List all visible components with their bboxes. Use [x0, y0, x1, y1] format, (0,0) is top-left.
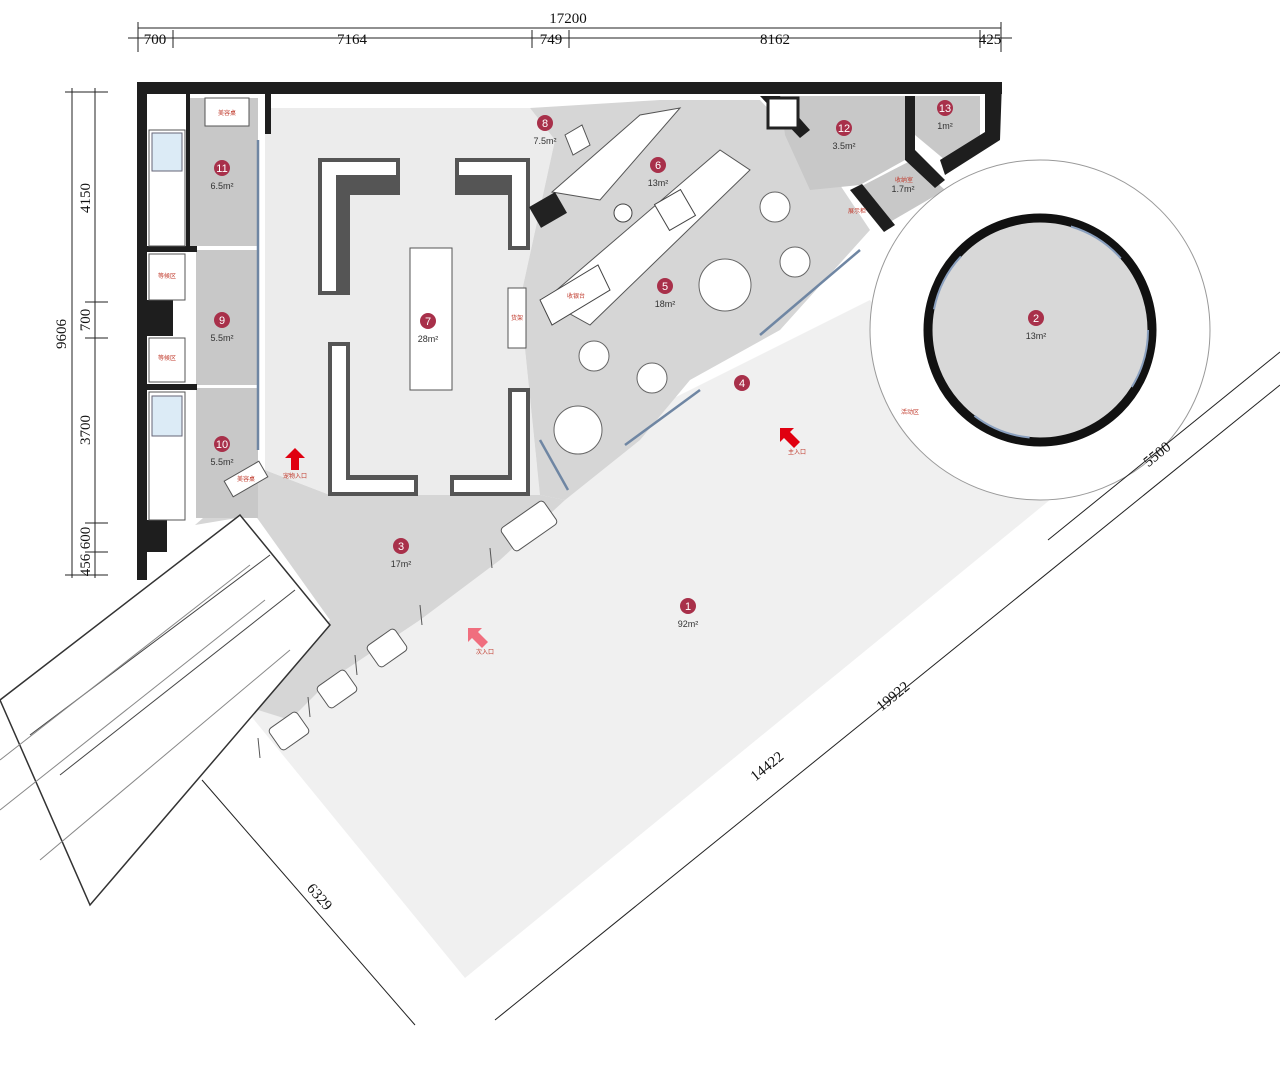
room-area: 13m²: [1026, 331, 1047, 341]
room-badge: [734, 375, 750, 391]
dim-top-seg-2: 7164: [337, 32, 368, 48]
left-dimensions: 9606 4150 700 3700 600 456: [54, 88, 108, 578]
room-number: 9: [219, 315, 225, 327]
plaza-seating: [257, 500, 558, 759]
dim-left-seg-1: 4150: [78, 183, 94, 213]
room-number: 3: [398, 541, 404, 553]
dim-diag-inner: 14422: [748, 749, 787, 785]
tag-grooming-table-2: 美容桌: [237, 475, 255, 483]
room-badge: [836, 120, 852, 136]
room-number: 1: [685, 601, 691, 613]
room-marker-2: 2 13m²: [1026, 310, 1047, 341]
room-13-floor: [915, 96, 980, 160]
dim-diag-outer: 19922: [874, 679, 913, 715]
room-marker-7: 7 28m²: [418, 313, 439, 344]
entrance-arrows: [285, 428, 800, 648]
room-number: 8: [542, 118, 548, 130]
room-area: 18m²: [655, 299, 676, 309]
pet-entrance-arrow: [285, 448, 305, 470]
room-badge: [537, 115, 553, 131]
top-dimensions: 17200 700 7164 749 8162 425: [128, 11, 1012, 52]
room-12-floor: [780, 96, 910, 190]
room-area: 13m²: [648, 178, 669, 188]
room-number: 2: [1033, 313, 1039, 325]
tag-waiting-rack-1: 等候区: [158, 272, 176, 280]
room-marker-1: 1 92m²: [678, 598, 699, 629]
room-area: 5.5m²: [210, 457, 233, 467]
tag-grooming-table-1: 美容桌: [218, 109, 236, 117]
escalator: [0, 513, 331, 907]
room-number: 12: [838, 123, 850, 135]
plaza-floor: [242, 300, 1062, 978]
room-area: 5.5m²: [210, 333, 233, 343]
room-area: 6.5m²: [210, 181, 233, 191]
room-marker-13: 13 1m²: [937, 100, 953, 131]
dim-left-seg-2: 700: [78, 309, 94, 332]
room-marker-11: 11 6.5m²: [210, 160, 234, 191]
dim-top-seg-4: 8162: [760, 32, 790, 48]
room-area: 28m²: [418, 334, 439, 344]
tag-shelf: 货架: [511, 314, 523, 322]
room-number: 10: [216, 439, 228, 451]
room-area: 1m²: [937, 121, 953, 131]
tag-display-counter: 展示柜: [848, 207, 866, 215]
tag-cashier: 收银台: [567, 292, 585, 300]
room-badge: [420, 313, 436, 329]
room-area: 92m²: [678, 619, 699, 629]
dim-left-seg-5: 456: [78, 553, 94, 576]
room-badge: [650, 157, 666, 173]
room-number: 5: [662, 281, 668, 293]
room-badge: [214, 312, 230, 328]
dim-left-seg-4: 600: [78, 527, 94, 550]
left-room-fixtures: [148, 97, 269, 521]
room-number: 11: [216, 163, 227, 175]
dim-diag-left: 6329: [303, 881, 335, 914]
room-marker-3: 3 17m²: [391, 538, 412, 569]
room-10-floor: [196, 388, 258, 518]
room-marker-8: 8 7.5m²: [533, 115, 557, 146]
storage-room-area: 1.7m²: [891, 184, 914, 194]
room-area: 7.5m²: [533, 136, 556, 146]
room-marker-4: 4: [734, 375, 750, 391]
dim-top-seg-3: 749: [540, 32, 563, 48]
dim-top-total: 17200: [549, 11, 587, 27]
room-badge: [214, 160, 230, 176]
dim-left-total: 9606: [54, 319, 70, 350]
room-badge: [657, 278, 673, 294]
room-badge: [937, 100, 953, 116]
room-badge: [393, 538, 409, 554]
tag-main-entrance: 主入口: [788, 448, 806, 456]
room-marker-10: 10 5.5m²: [210, 436, 234, 467]
room-number: 7: [425, 316, 431, 328]
secondary-entrance-arrow: [468, 628, 488, 648]
right-hall-furniture: [529, 96, 811, 455]
small-tags: 主入口 次入口 宠物入口 美容桌 美容桌 等候区 等候区 收纳室 活动区 收银台…: [158, 109, 919, 656]
tag-pet-entrance: 宠物入口: [283, 472, 307, 480]
tag-waiting-rack-2: 等候区: [158, 354, 176, 362]
corridor-floor: [195, 470, 565, 720]
dim-left-seg-3: 3700: [78, 415, 94, 445]
tag-storage-room: 收纳室: [895, 176, 913, 184]
main-entrance-arrow: [780, 428, 800, 448]
room-marker-12: 12 3.5m²: [832, 120, 856, 151]
room-number: 13: [939, 103, 951, 115]
room-marker-5: 5 18m²: [655, 278, 676, 309]
room-badge: [1028, 310, 1044, 326]
dim-top-seg-5: 425: [979, 32, 1002, 48]
room-labels: 1 92m² 2 13m² 3 17m² 4 5 18m² 6 13m² 7 28m² 8 7.5m² 9 5.…: [210, 100, 1046, 629]
room-marker-9: 9 5.5m²: [210, 312, 234, 343]
dim-top-seg-1: 700: [144, 32, 167, 48]
room-area: 17m²: [391, 559, 412, 569]
round-pod: [869, 159, 1211, 501]
room-badge: [680, 598, 696, 614]
room-number: 4: [739, 378, 745, 390]
room-marker-6: 6 13m²: [648, 157, 669, 188]
room-area: 3.5m²: [832, 141, 855, 151]
tag-outdoor-area: 活动区: [901, 408, 919, 416]
room-badge: [214, 436, 230, 452]
tag-secondary-entrance: 次入口: [476, 648, 494, 656]
room-number: 6: [655, 160, 661, 172]
glass-facade: [256, 140, 861, 491]
